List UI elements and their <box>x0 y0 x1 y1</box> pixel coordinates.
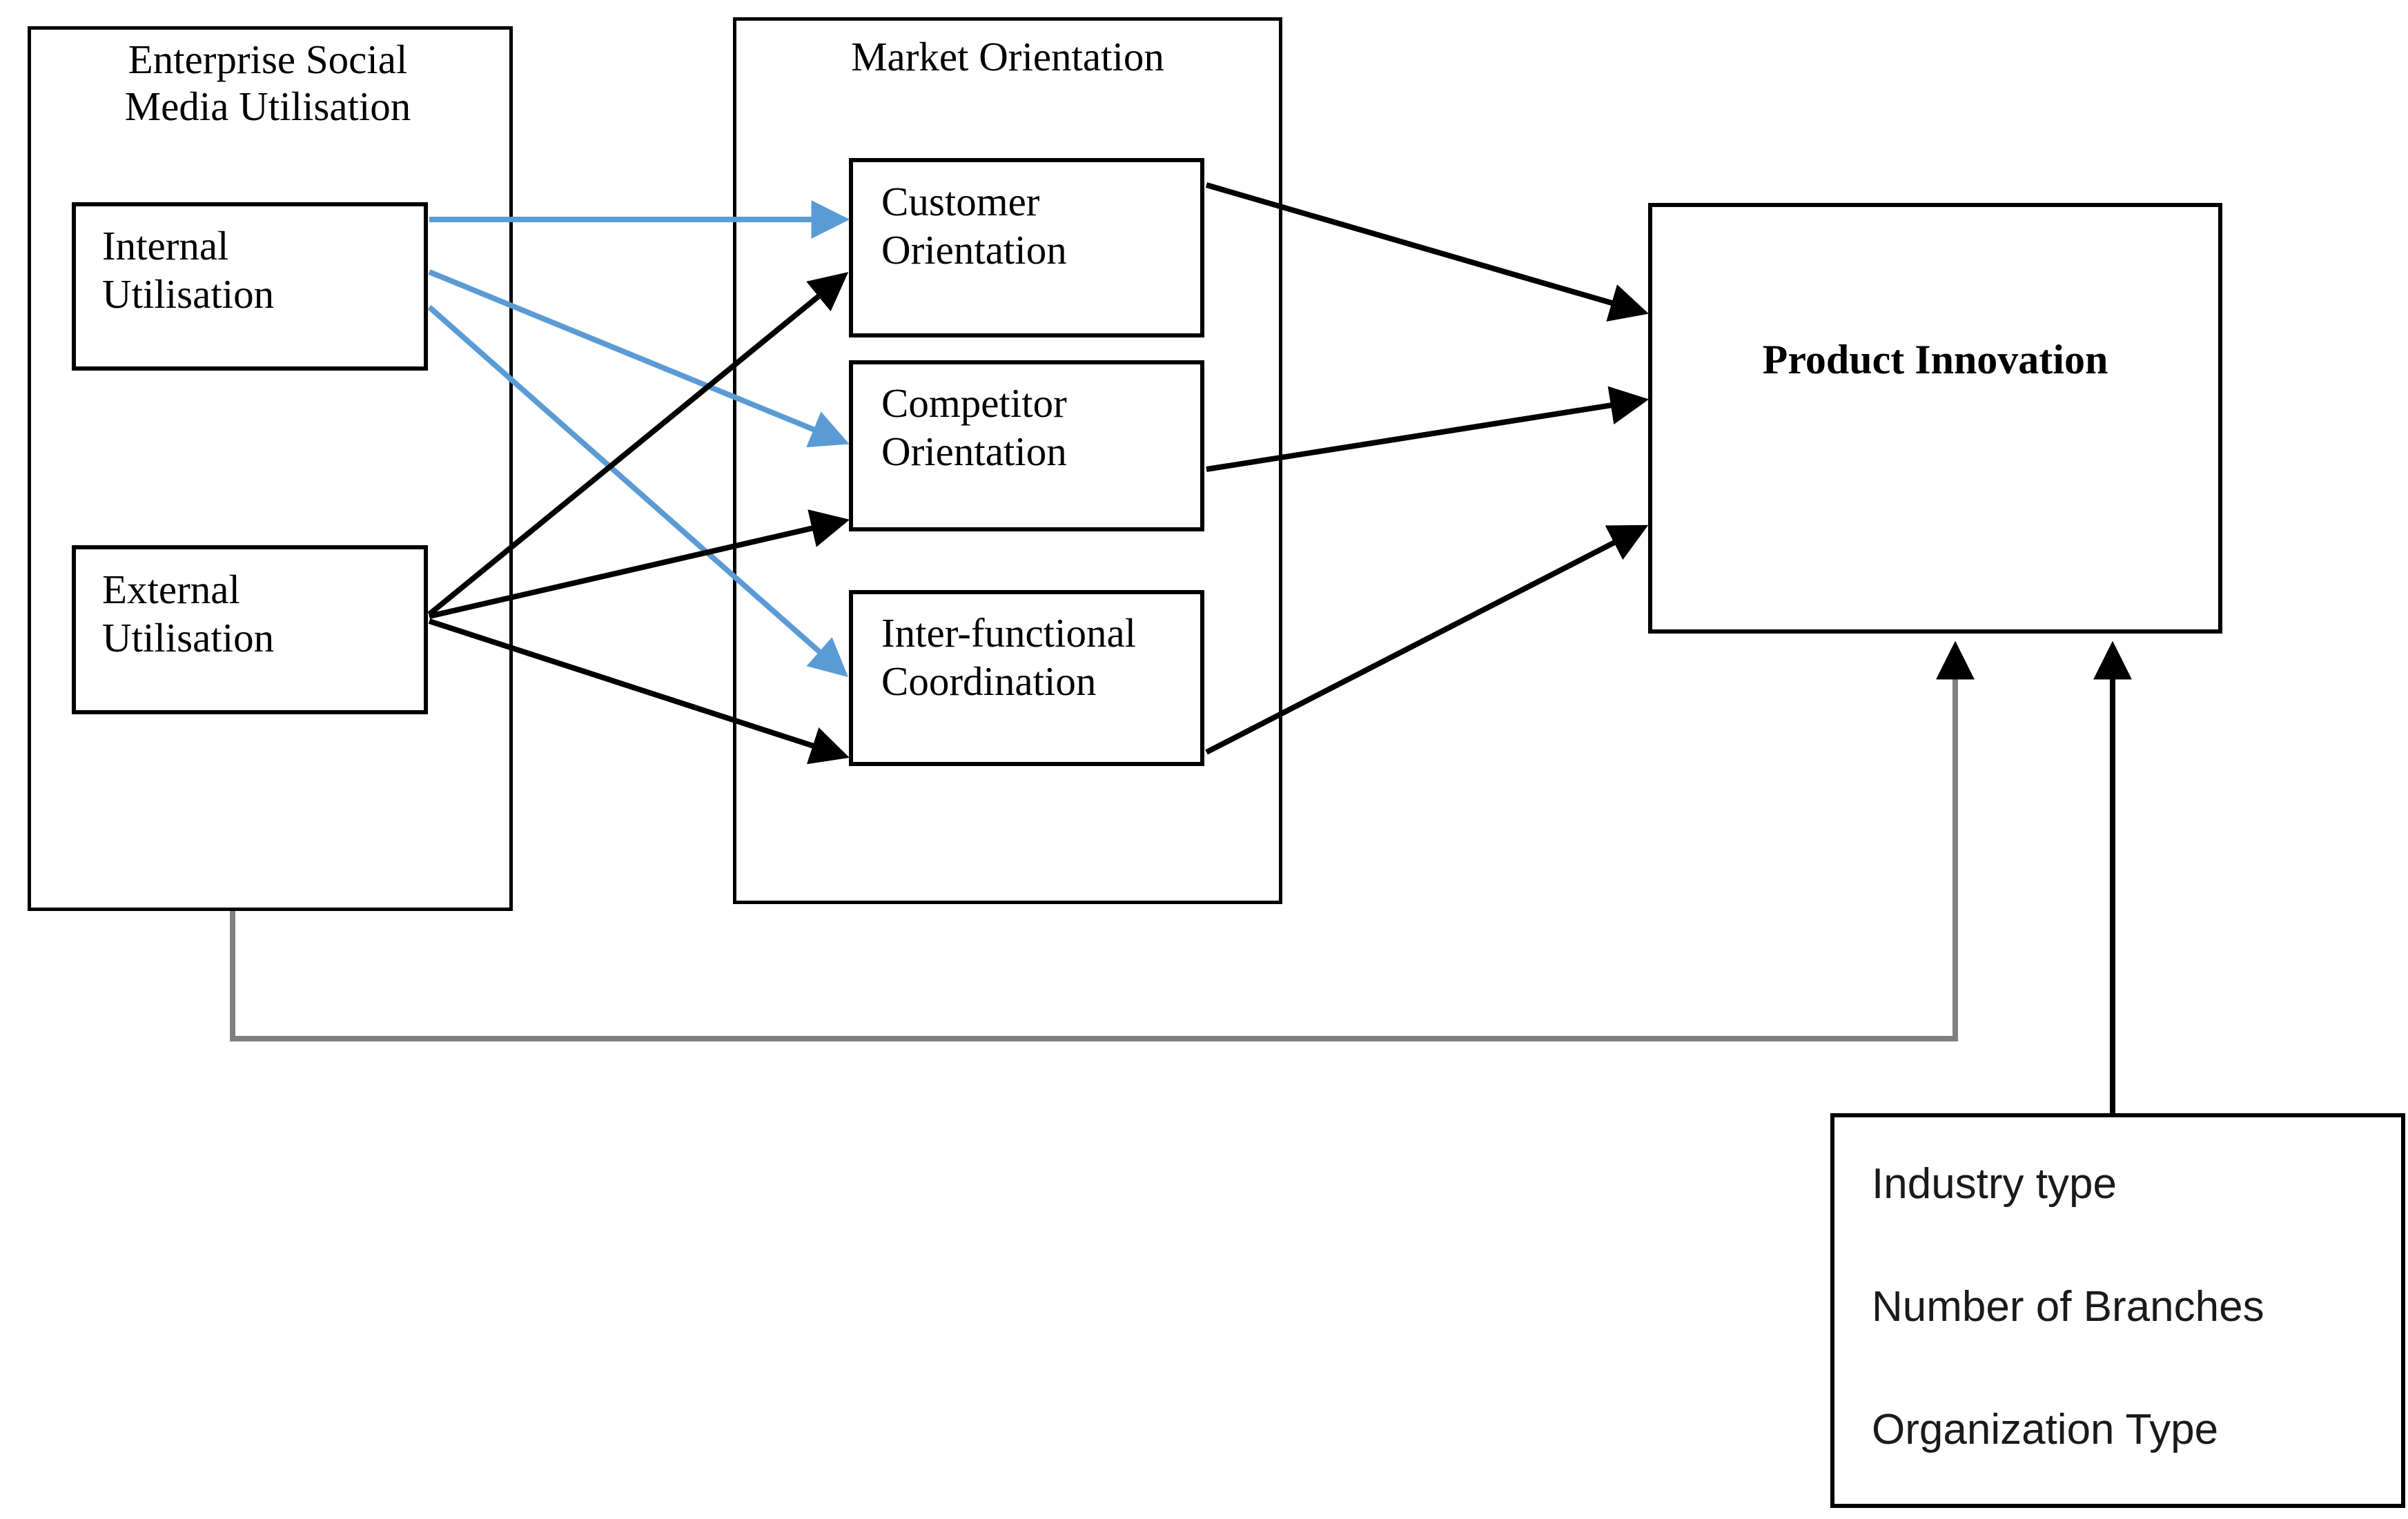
node-internal-utilisation-label: Internal Utilisation <box>102 223 275 317</box>
node-internal-utilisation[interactable] <box>72 202 428 371</box>
control-variables-box[interactable] <box>1830 1113 2405 1508</box>
node-competitor-orientation-label: Competitor Orientation <box>881 380 1067 474</box>
node-customer-orientation[interactable] <box>849 158 1204 337</box>
control-variable-number-of-branches: Number of Branches <box>1872 1283 2264 1331</box>
control-variable-industry-type: Industry type <box>1872 1160 2117 1208</box>
node-customer-orientation-label: Customer Orientation <box>881 179 1067 273</box>
node-competitor-orientation[interactable] <box>849 360 1204 531</box>
node-interfunctional-coordination-label: Inter-functional Coordination <box>881 610 1137 704</box>
market-orientation-title: Market Orientation <box>851 34 1164 79</box>
control-variable-organization-type: Organization Type <box>1872 1406 2219 1453</box>
enterprise-social-media-utilisation-title: Enterprise Social Media Utilisation <box>124 37 411 130</box>
node-product-innovation[interactable] <box>1648 203 2222 634</box>
node-external-utilisation-label: External Utilisation <box>102 567 275 660</box>
node-product-innovation-label: Product Innovation <box>1762 337 2108 382</box>
enterprise-social-media-utilisation-group <box>28 26 513 911</box>
